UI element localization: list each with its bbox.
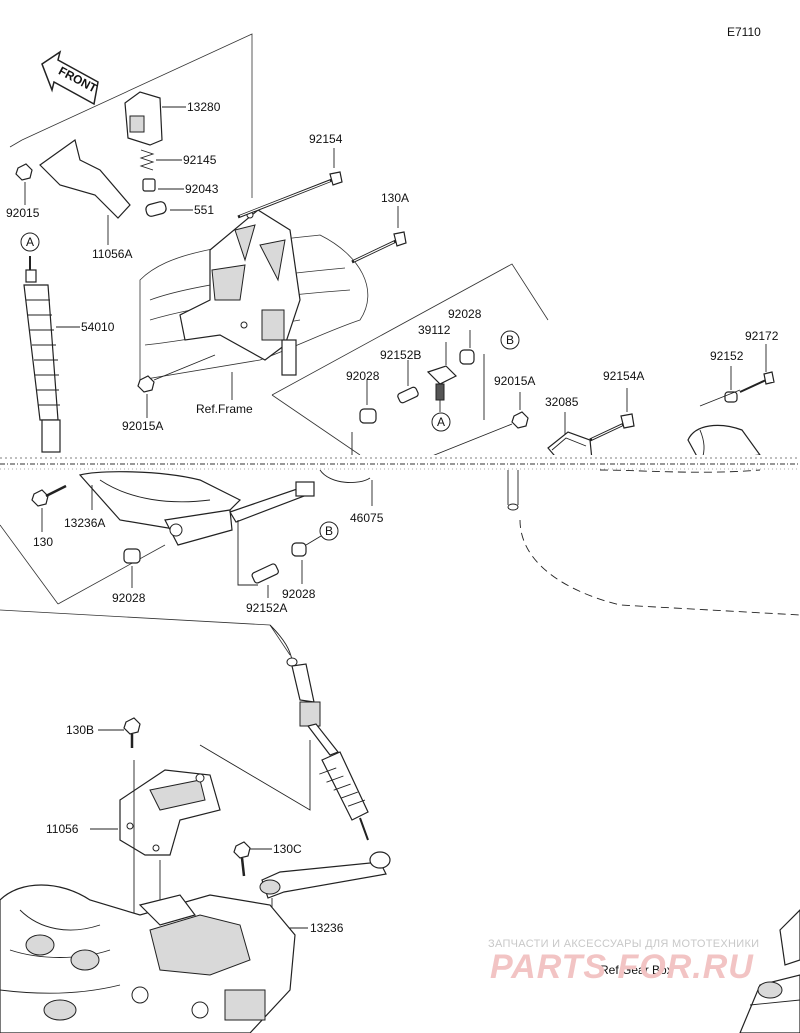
sleeve-92152: 92152: [710, 349, 744, 403]
sleeve-92152B: 92152B: [380, 348, 421, 404]
part-label-92152B: 92152B: [380, 348, 421, 362]
bolt-130A: 130A: [351, 191, 409, 264]
callout-A-mid-label: A: [437, 415, 445, 429]
part-label-11056: 11056: [46, 822, 79, 836]
screw-92172: 92172: [739, 329, 779, 393]
bracket-11056: 11056: [46, 740, 311, 920]
part-label-130: 130: [33, 535, 53, 549]
frame-box-lines: [0, 33, 549, 656]
shift-bracket: [179, 209, 301, 376]
joint-39112: 39112: [418, 323, 458, 412]
part-label-92028-low: 92028: [112, 591, 146, 605]
cap-551: 551: [145, 201, 214, 217]
part-label-130A: 130A: [381, 191, 409, 205]
hidden-lines: [507, 469, 800, 616]
output-shaft: [739, 909, 800, 1033]
ref-frame-label: Ref.Frame: [196, 402, 253, 416]
callout-B-top: [500, 330, 520, 350]
part-label-92015A-left: 92015A: [122, 419, 163, 433]
part-label-39112: 39112: [418, 323, 451, 337]
bushing-92028-mid: 92028: [346, 369, 380, 424]
bushing-92028-b: 92028: [282, 542, 316, 601]
part-label-130B: 130B: [66, 723, 94, 737]
shift-cable: [269, 624, 369, 841]
shift-knob-housing-13280: 13280: [124, 91, 221, 146]
part-label-46075: 46075: [350, 511, 384, 525]
part-label-92043: 92043: [185, 182, 219, 196]
bolt-130: 130: [31, 484, 67, 549]
callout-A-top: [20, 232, 40, 252]
bolt-92154A: 92154A: [589, 369, 644, 442]
nut-92015: 92015: [6, 163, 40, 220]
watermark-logo: PARTS FOR.RU: [490, 948, 754, 986]
part-label-551: 551: [194, 203, 214, 217]
callout-A-mid: [431, 412, 451, 432]
bushing-92028-low: 92028: [112, 548, 146, 605]
sleeve-92152A: 92152A: [237, 520, 287, 615]
part-label-92154: 92154: [309, 132, 343, 146]
shift-lever-13236: 13236: [259, 851, 391, 935]
gearbox: [0, 884, 296, 1033]
nut-92015A-right: 92015A: [431, 374, 535, 457]
part-label-92152: 92152: [710, 349, 744, 363]
lever-32085: 32085: [545, 395, 593, 463]
part-label-92145: 92145: [183, 153, 217, 167]
nut-92015A-left: 92015A: [122, 375, 163, 433]
boot-54010: 54010: [23, 256, 115, 453]
part-label-13236A: 13236A: [64, 516, 105, 530]
bushing-92028-top: 92028: [448, 307, 482, 365]
part-label-92028-top: 92028: [448, 307, 482, 321]
pin-92043: 92043: [142, 178, 219, 196]
part-label-130C: 130C: [273, 842, 302, 856]
part-label-92154A: 92154A: [603, 369, 644, 383]
linkage-lower-left: [78, 469, 371, 546]
bolt-130C: 130C: [233, 841, 302, 877]
bracket-11056A: 11056A: [39, 138, 132, 261]
part-label-92028-b: 92028: [282, 587, 316, 601]
callout-B-low-label: B: [325, 524, 333, 538]
scan-band: [0, 455, 800, 471]
spring-92145: 92145: [139, 149, 217, 171]
front-arrow-icon: FRONT: [41, 50, 100, 106]
part-label-92028-mid: 92028: [346, 369, 380, 383]
ref-gearbox-label: Ref.Gear Box: [600, 963, 673, 977]
part-label-11056A: 11056A: [92, 247, 132, 261]
callout-A-top-label: A: [26, 235, 34, 249]
callout-B-top-label: B: [506, 333, 514, 347]
part-label-54010: 54010: [81, 320, 115, 334]
part-label-92015A-right: 92015A: [494, 374, 535, 388]
diagram-code: E7110: [727, 25, 761, 39]
bolt-92154: 92154: [237, 132, 343, 219]
part-label-32085: 32085: [545, 395, 579, 409]
callout-B-low: [319, 521, 339, 541]
part-label-13236: 13236: [310, 921, 344, 935]
part-label-92015: 92015: [6, 206, 40, 220]
watermark-text: ЗАПЧАСТИ И АКСЕССУАРЫ ДЛЯ МОТОТЕХНИКИ: [488, 938, 760, 950]
part-label-92172: 92172: [745, 329, 779, 343]
part-label-92152A: 92152A: [246, 601, 287, 615]
bolt-130B: 130B: [66, 717, 141, 748]
part-label-13280: 13280: [187, 100, 221, 114]
